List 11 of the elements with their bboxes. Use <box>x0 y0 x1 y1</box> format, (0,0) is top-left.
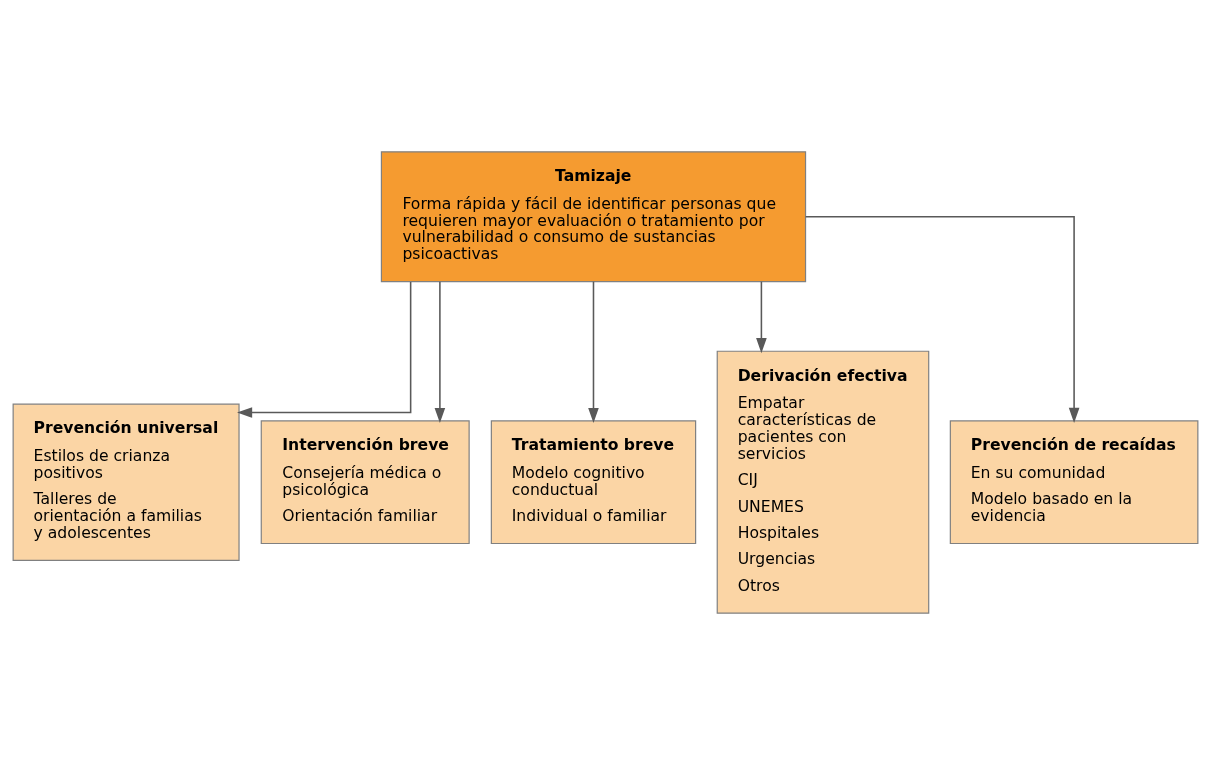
node-box: Tamizaje Forma rápida y fácil de identificar personas que requieren mayor evaluación o tratamiento por vulnerabilidad o consumo de sustancias psicoactivas <box>380 151 807 283</box>
arrow <box>756 280 767 354</box>
arrow <box>237 281 412 418</box>
node-box: Derivación efectiva Empatar características de pacientes con servicios CIJ UNEMES Hospitales Urgencias Otros <box>716 350 930 614</box>
node-box: Prevención universal Estilos de crianza positivos Talleres de orientación a familias y adolescentes <box>12 403 240 561</box>
node-box: Prevención de recaídas En su comunidad Modelo basado en la evidencia <box>949 420 1199 545</box>
arrow <box>434 280 446 424</box>
node-box: Tratamiento breve Modelo cognitivo conductual Individual o familiar <box>490 420 697 545</box>
node-box: Intervención breve Consejería médica o psicológica Orientación familiar <box>260 420 470 545</box>
arrow <box>588 280 599 424</box>
arrow <box>804 215 1080 423</box>
